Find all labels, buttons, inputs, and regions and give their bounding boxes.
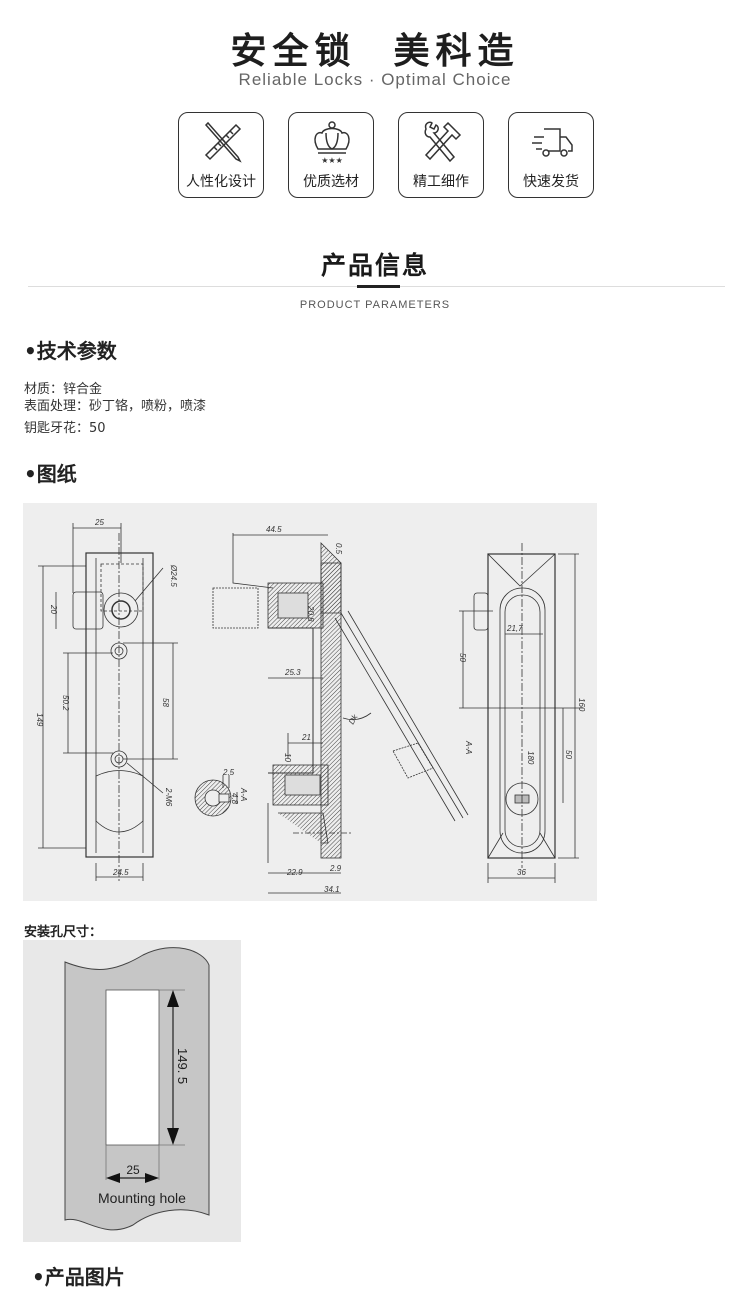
dim-label: 44.5	[266, 525, 282, 534]
dim-label: 149	[35, 713, 44, 727]
dim-label: 2-M6	[164, 787, 173, 807]
mounting-hole-caption: Mounting hole	[98, 1190, 186, 1206]
dim-label: 2.5	[222, 768, 235, 777]
dim-label: 24.5	[112, 868, 129, 877]
width-dimension: 25	[126, 1163, 140, 1177]
dim-label: 20.8	[306, 605, 315, 622]
dim-label: 21,7	[506, 624, 523, 633]
photos-heading: •产品图片	[32, 1265, 125, 1289]
side-section-view	[212, 533, 469, 894]
specs-heading: •技术参数	[24, 339, 117, 363]
dim-label: 34.1	[324, 885, 340, 894]
height-dimension: 149. 5	[175, 1048, 190, 1084]
crown-icon: ★★★	[314, 121, 350, 165]
dim-label: 50	[458, 653, 467, 662]
dim-label: 25	[94, 518, 104, 527]
key-section	[194, 775, 238, 817]
dim-label: 180	[526, 751, 535, 765]
feature-humanized-design: 人性化设计	[178, 112, 264, 198]
feature-label: 精工细作	[413, 174, 469, 190]
dim-label: 25.3	[284, 668, 301, 677]
dim-label: Ø24.5	[169, 564, 178, 587]
dim-label: 36	[517, 868, 526, 877]
section-title: 产品信息	[320, 251, 429, 280]
dim-label: 160	[577, 698, 586, 712]
hero-title: 安全锁 美科造	[230, 31, 520, 72]
delivery-truck-icon	[532, 128, 573, 157]
feature-label: 人性化设计	[186, 174, 256, 190]
dim-label: 50	[564, 750, 573, 759]
hero-subtitle: Reliable Locks · Optimal Choice	[238, 70, 512, 89]
dim-label: A-A	[239, 787, 248, 801]
dim-label: 0.5	[334, 543, 343, 555]
section-label: A-A	[464, 740, 473, 754]
spec-surface: 表面处理：砂丁铬，喷粉，喷漆	[24, 399, 207, 414]
ruler-pencil-icon	[204, 121, 242, 163]
section-title-underline	[357, 285, 400, 288]
dim-label: 4.8	[230, 793, 239, 805]
mounting-hole-diagram: 149. 5 25 Mounting hole	[23, 940, 241, 1242]
technical-drawing: 25 149 50.2 58 20 Ø24.5 2-M6 24.5 2.5 4.…	[23, 503, 597, 901]
dim-label: 58	[161, 698, 170, 707]
feature-quality-material: ★★★ 优质选材	[288, 112, 374, 198]
dim-label: 10	[283, 753, 292, 762]
mounting-hole-label: 安装孔尺寸：	[24, 925, 103, 940]
angle-label: Dk	[347, 712, 360, 726]
front-view	[38, 523, 178, 883]
feature-label: 优质选材	[303, 174, 359, 190]
dim-label: 20	[49, 604, 58, 614]
feature-label: 快速发货	[523, 174, 579, 190]
spec-key: 钥匙牙花：50	[24, 421, 106, 436]
svg-text:★★★: ★★★	[321, 156, 343, 165]
dim-label: 22.9	[286, 868, 303, 877]
feature-fine-craft: 精工细作	[398, 112, 484, 198]
dim-label: 50.2	[61, 695, 70, 711]
top-view	[459, 543, 583, 883]
spec-material: 材质：锌合金	[24, 382, 103, 397]
wrench-hammer-icon	[424, 121, 462, 163]
dim-label: 2.9	[329, 864, 342, 873]
feature-fast-delivery: 快速发货	[508, 112, 594, 198]
section-subtitle: PRODUCT PARAMETERS	[299, 299, 451, 311]
drawing-heading: •图纸	[24, 462, 77, 486]
dim-label: 21	[301, 733, 311, 742]
